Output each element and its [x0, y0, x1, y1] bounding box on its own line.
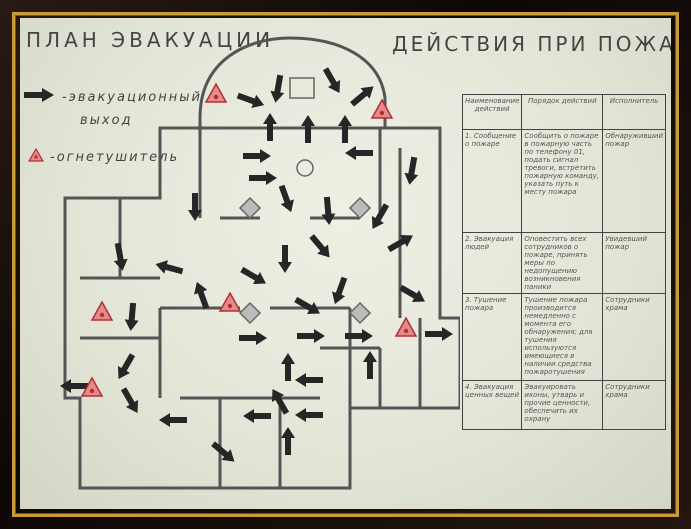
- table-cell: 2. Эвакуация людей: [461, 232, 523, 294]
- table-cell: Эвакуировать иконы, утварь и прочие ценн…: [521, 380, 604, 430]
- fire-actions-table: Наименование действий Порядок действий И…: [461, 94, 666, 430]
- floor-plan: [60, 36, 460, 490]
- evacuation-plan-sheet: ПЛАН ЭВАКУАЦИИ ДЕЙСТВИЯ ПРИ ПОЖАРЕ: -эва…: [20, 18, 671, 509]
- legend-extinguisher-label: -огнетушитель: [50, 150, 180, 165]
- table-cell: Оповестить всех сотрудников о пожаре, пр…: [521, 232, 604, 294]
- table-header-row: Наименование действий Порядок действий И…: [461, 94, 666, 130]
- column-header: Порядок действий: [521, 94, 604, 130]
- table-cell: Тушение пожара производится немедленно с…: [521, 293, 604, 381]
- table-row: 1. Сообщение о пожаре Сообщить о пожаре …: [461, 129, 666, 233]
- table-cell: Увидевший пожар: [602, 232, 666, 294]
- frame-gold-border: [12, 12, 679, 517]
- table-cell: Сообщить о пожаре в пожарную часть по те…: [521, 129, 604, 233]
- table-cell: Обнаруживший пожар: [602, 129, 666, 233]
- legend-exit-label-2: выход: [80, 113, 133, 128]
- table-cell: 4. Эвакуация ценных вещей: [461, 380, 523, 430]
- legend-exit-label: -эвакуационный: [62, 90, 202, 105]
- table-cell: 3. Тушение пожара: [461, 293, 523, 381]
- table-row: 3. Тушение пожара Тушение пожара произво…: [461, 293, 666, 381]
- column-header: Наименование действий: [461, 94, 523, 130]
- table-cell: Сотрудники храма: [602, 293, 666, 381]
- legend-arrow-icon: [24, 88, 54, 102]
- plan-title: ПЛАН ЭВАКУАЦИИ: [26, 28, 275, 52]
- table-row: 4. Эвакуация ценных вещей Эвакуировать и…: [461, 380, 666, 430]
- table-cell: 1. Сообщение о пожаре: [461, 129, 523, 233]
- column-header: Исполнитель: [602, 94, 666, 130]
- table-cell: Сотрудники храма: [602, 380, 666, 430]
- actions-title: ДЕЙСТВИЯ ПРИ ПОЖАРЕ:: [392, 32, 671, 56]
- legend-triangle-icon: [28, 148, 44, 162]
- table-row: 2. Эвакуация людей Оповестить всех сотру…: [461, 232, 666, 294]
